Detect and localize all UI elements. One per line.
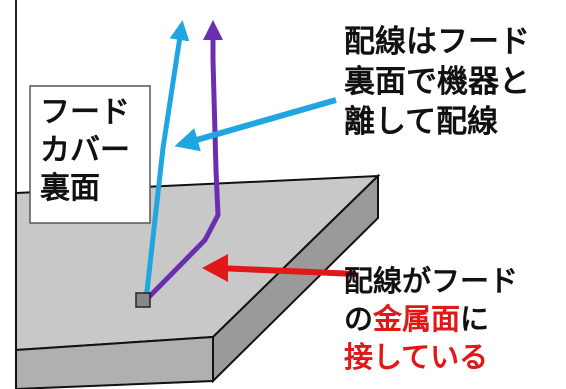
red-pointer-arrow xyxy=(217,265,357,277)
blue-wire xyxy=(143,20,190,301)
terminal-square xyxy=(135,292,151,308)
callout-bottom-line-1: 配線がフード xyxy=(344,264,519,298)
metal-plate-front-side xyxy=(15,335,214,389)
callout-route-away: 配線はフード 裏面で機器と 離して配線 xyxy=(344,22,530,142)
hood-cover-label: フード カバー 裏面 xyxy=(40,94,130,208)
hood-label-line-1: フード xyxy=(40,95,130,130)
hood-label-line-3: 裏面 xyxy=(40,171,100,206)
callout-bottom-line-2: の金属面に xyxy=(344,300,518,338)
hood-cover-label-box xyxy=(29,85,151,224)
callout-top-line-3: 離して配線 xyxy=(344,104,499,140)
callout-bottom-line-2-prefix: の xyxy=(344,302,374,336)
blue-pointer-arrow xyxy=(174,97,337,152)
hood-label-line-2: カバー xyxy=(40,133,130,168)
callout-top-line-2: 裏面で機器と xyxy=(344,64,530,100)
callout-top-line-1: 配線はフード xyxy=(344,24,530,60)
callout-touching-metal: 配線がフード の金属面に 接している xyxy=(344,262,518,376)
callout-bottom-line-3: 接している xyxy=(344,340,489,374)
callout-bottom-metal-surface: 金属面 xyxy=(373,302,461,336)
callout-bottom-line-2-suffix: に xyxy=(460,302,490,336)
purple-wire xyxy=(144,20,223,302)
red-pointer-arrowhead xyxy=(202,254,228,282)
